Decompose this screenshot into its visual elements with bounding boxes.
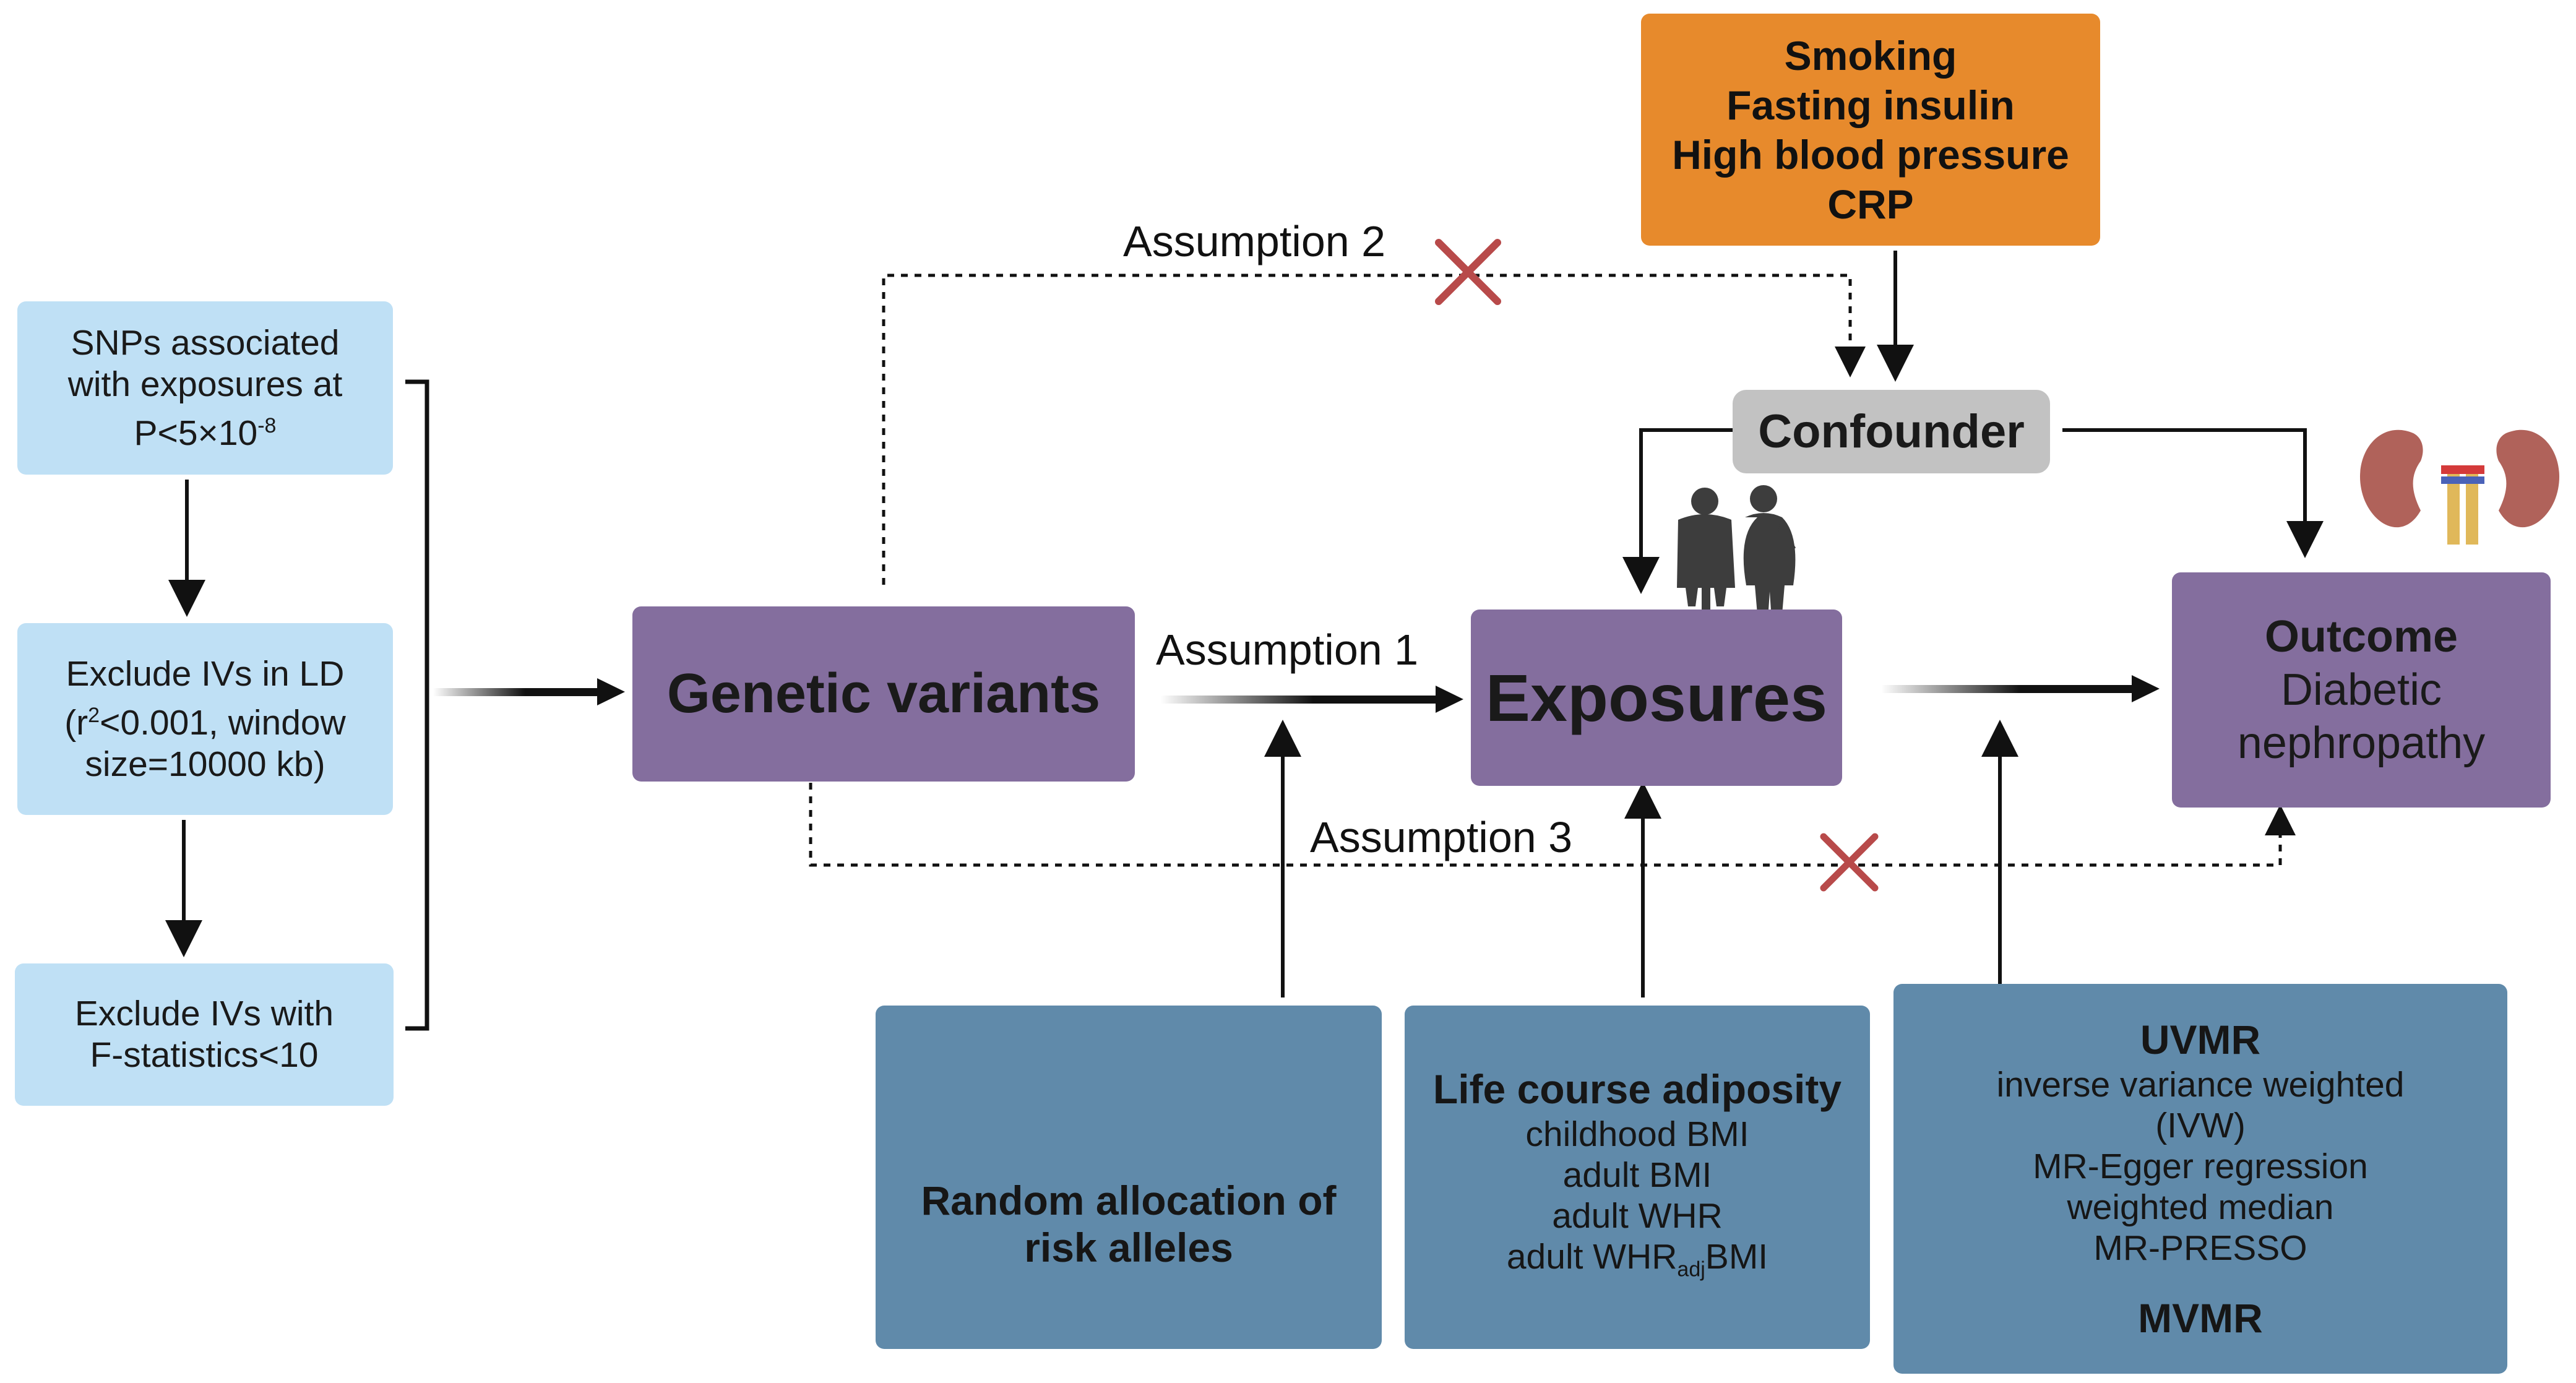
- random-allocation-line1: Random allocation of: [921, 1177, 1337, 1223]
- outcome-line1: Diabetic: [2280, 665, 2442, 715]
- mr-methods-box: UVMR inverse variance weighted (IVW) MR-…: [1893, 984, 2507, 1374]
- confounder-box: Confounder: [1733, 390, 2050, 473]
- life-course-item-4-post: BMI: [1705, 1237, 1768, 1277]
- life-course-title: Life course adiposity: [1432, 1066, 1842, 1113]
- step-snp-selection-box: SNPs associated with exposures at P<5×10…: [17, 301, 393, 475]
- methods-item-5: MR-PRESSO: [2093, 1228, 2307, 1268]
- step2-exponent: 2: [88, 703, 100, 727]
- confounder-item-2: Fasting insulin: [1726, 82, 2015, 128]
- random-allocation-box: Random allocation of risk alleles: [876, 1006, 1382, 1349]
- step-ld-clumping-box: Exclude IVs in LD (r2<0.001, window size…: [17, 623, 393, 815]
- step1-line3: P<5×10: [134, 413, 258, 453]
- exposures-box: Exposures: [1471, 610, 1842, 786]
- confounder-to-outcome-arrow: [2062, 428, 2324, 558]
- assumption-1-label: Assumption 1: [1156, 626, 1419, 674]
- life-course-item-1: childhood BMI: [1525, 1114, 1749, 1155]
- assumption3-violation-cross-icon: [1820, 833, 1879, 892]
- confounder-item-4: CRP: [1827, 181, 1914, 227]
- confounder-label: Confounder: [1758, 405, 2025, 458]
- step1-line3-wrap: P<5×10-8: [134, 405, 277, 454]
- exposures-to-outcome-arrow-head: [2132, 675, 2160, 702]
- methods-title: UVMR: [2140, 1017, 2261, 1062]
- methods-item-4: weighted median: [2067, 1187, 2334, 1227]
- assumption2-violation-cross-icon: [1435, 239, 1501, 305]
- kidneys-icon: [2359, 429, 2560, 545]
- assumption3-dotted-path: [809, 783, 2296, 867]
- confounder-to-exposures-arrow: [1622, 428, 1733, 594]
- bracket-to-gv-arrow-shaft: [433, 688, 600, 696]
- methods-footer: MVMR: [2138, 1295, 2263, 1341]
- exposures-label: Exposures: [1485, 660, 1828, 735]
- life-course-item-3: adult WHR: [1552, 1196, 1723, 1236]
- step1-line2: with exposures at: [67, 364, 343, 404]
- step2-line2-pre: (r: [64, 702, 88, 743]
- step2-line2-wrap: (r2<0.001, window: [64, 695, 346, 744]
- genetic-variants-label: Genetic variants: [666, 663, 1101, 725]
- gv-to-exposures-arrow-head: [1436, 686, 1463, 713]
- life-course-item-4-pre: adult WHR: [1506, 1237, 1678, 1277]
- assumption-2-label: Assumption 2: [1123, 217, 1386, 265]
- life-course-item-2: adult BMI: [1562, 1155, 1712, 1196]
- people-silhouette-icon: [1677, 485, 1796, 629]
- step2-line1: Exclude IVs in LD: [66, 653, 345, 694]
- life-course-item-4: adult WHRadjBMI: [1507, 1236, 1768, 1290]
- methods-item-2: (IVW): [2155, 1106, 2246, 1145]
- life-course-item-4-sub: adj: [1677, 1257, 1705, 1282]
- confounder-item-1: Smoking: [1784, 32, 1957, 79]
- genetic-variants-box: Genetic variants: [632, 606, 1135, 782]
- step-f-statistic-box: Exclude IVs with F-statistics<10: [15, 963, 394, 1106]
- methods-item-3: MR-Egger regression: [2033, 1147, 2368, 1186]
- assumption2-dotted-path: [882, 274, 1866, 585]
- outcome-line2: nephropathy: [2237, 718, 2486, 768]
- life-course-adiposity-box: Life course adiposity childhood BMI adul…: [1405, 1006, 1870, 1349]
- step2-line3: size=10000 kb): [85, 744, 325, 784]
- exposures-to-outcome-arrow-shaft: [1881, 685, 2135, 693]
- confounders-list-box: Smoking Fasting insulin High blood press…: [1641, 14, 2100, 246]
- step1-line1: SNPs associated: [71, 322, 340, 363]
- assumption-3-label: Assumption 3: [1310, 813, 1573, 861]
- steps-bracket: [405, 379, 429, 1031]
- outcome-box: Outcome Diabetic nephropathy: [2172, 572, 2551, 808]
- step3-line1: Exclude IVs with: [74, 994, 334, 1033]
- gv-to-exposures-arrow-shaft: [1160, 696, 1439, 704]
- bracket-to-gv-arrow-head: [597, 678, 625, 705]
- outcome-title: Outcome: [2264, 612, 2458, 661]
- step3-line2: F-statistics<10: [90, 1035, 319, 1075]
- step1-exponent: -8: [257, 413, 277, 437]
- methods-item-1: inverse variance weighted: [1996, 1065, 2405, 1105]
- confounder-item-3: High blood pressure: [1672, 131, 2069, 178]
- random-allocation-line2: risk alleles: [1024, 1224, 1233, 1270]
- step2-line2-post: <0.001, window: [100, 702, 346, 743]
